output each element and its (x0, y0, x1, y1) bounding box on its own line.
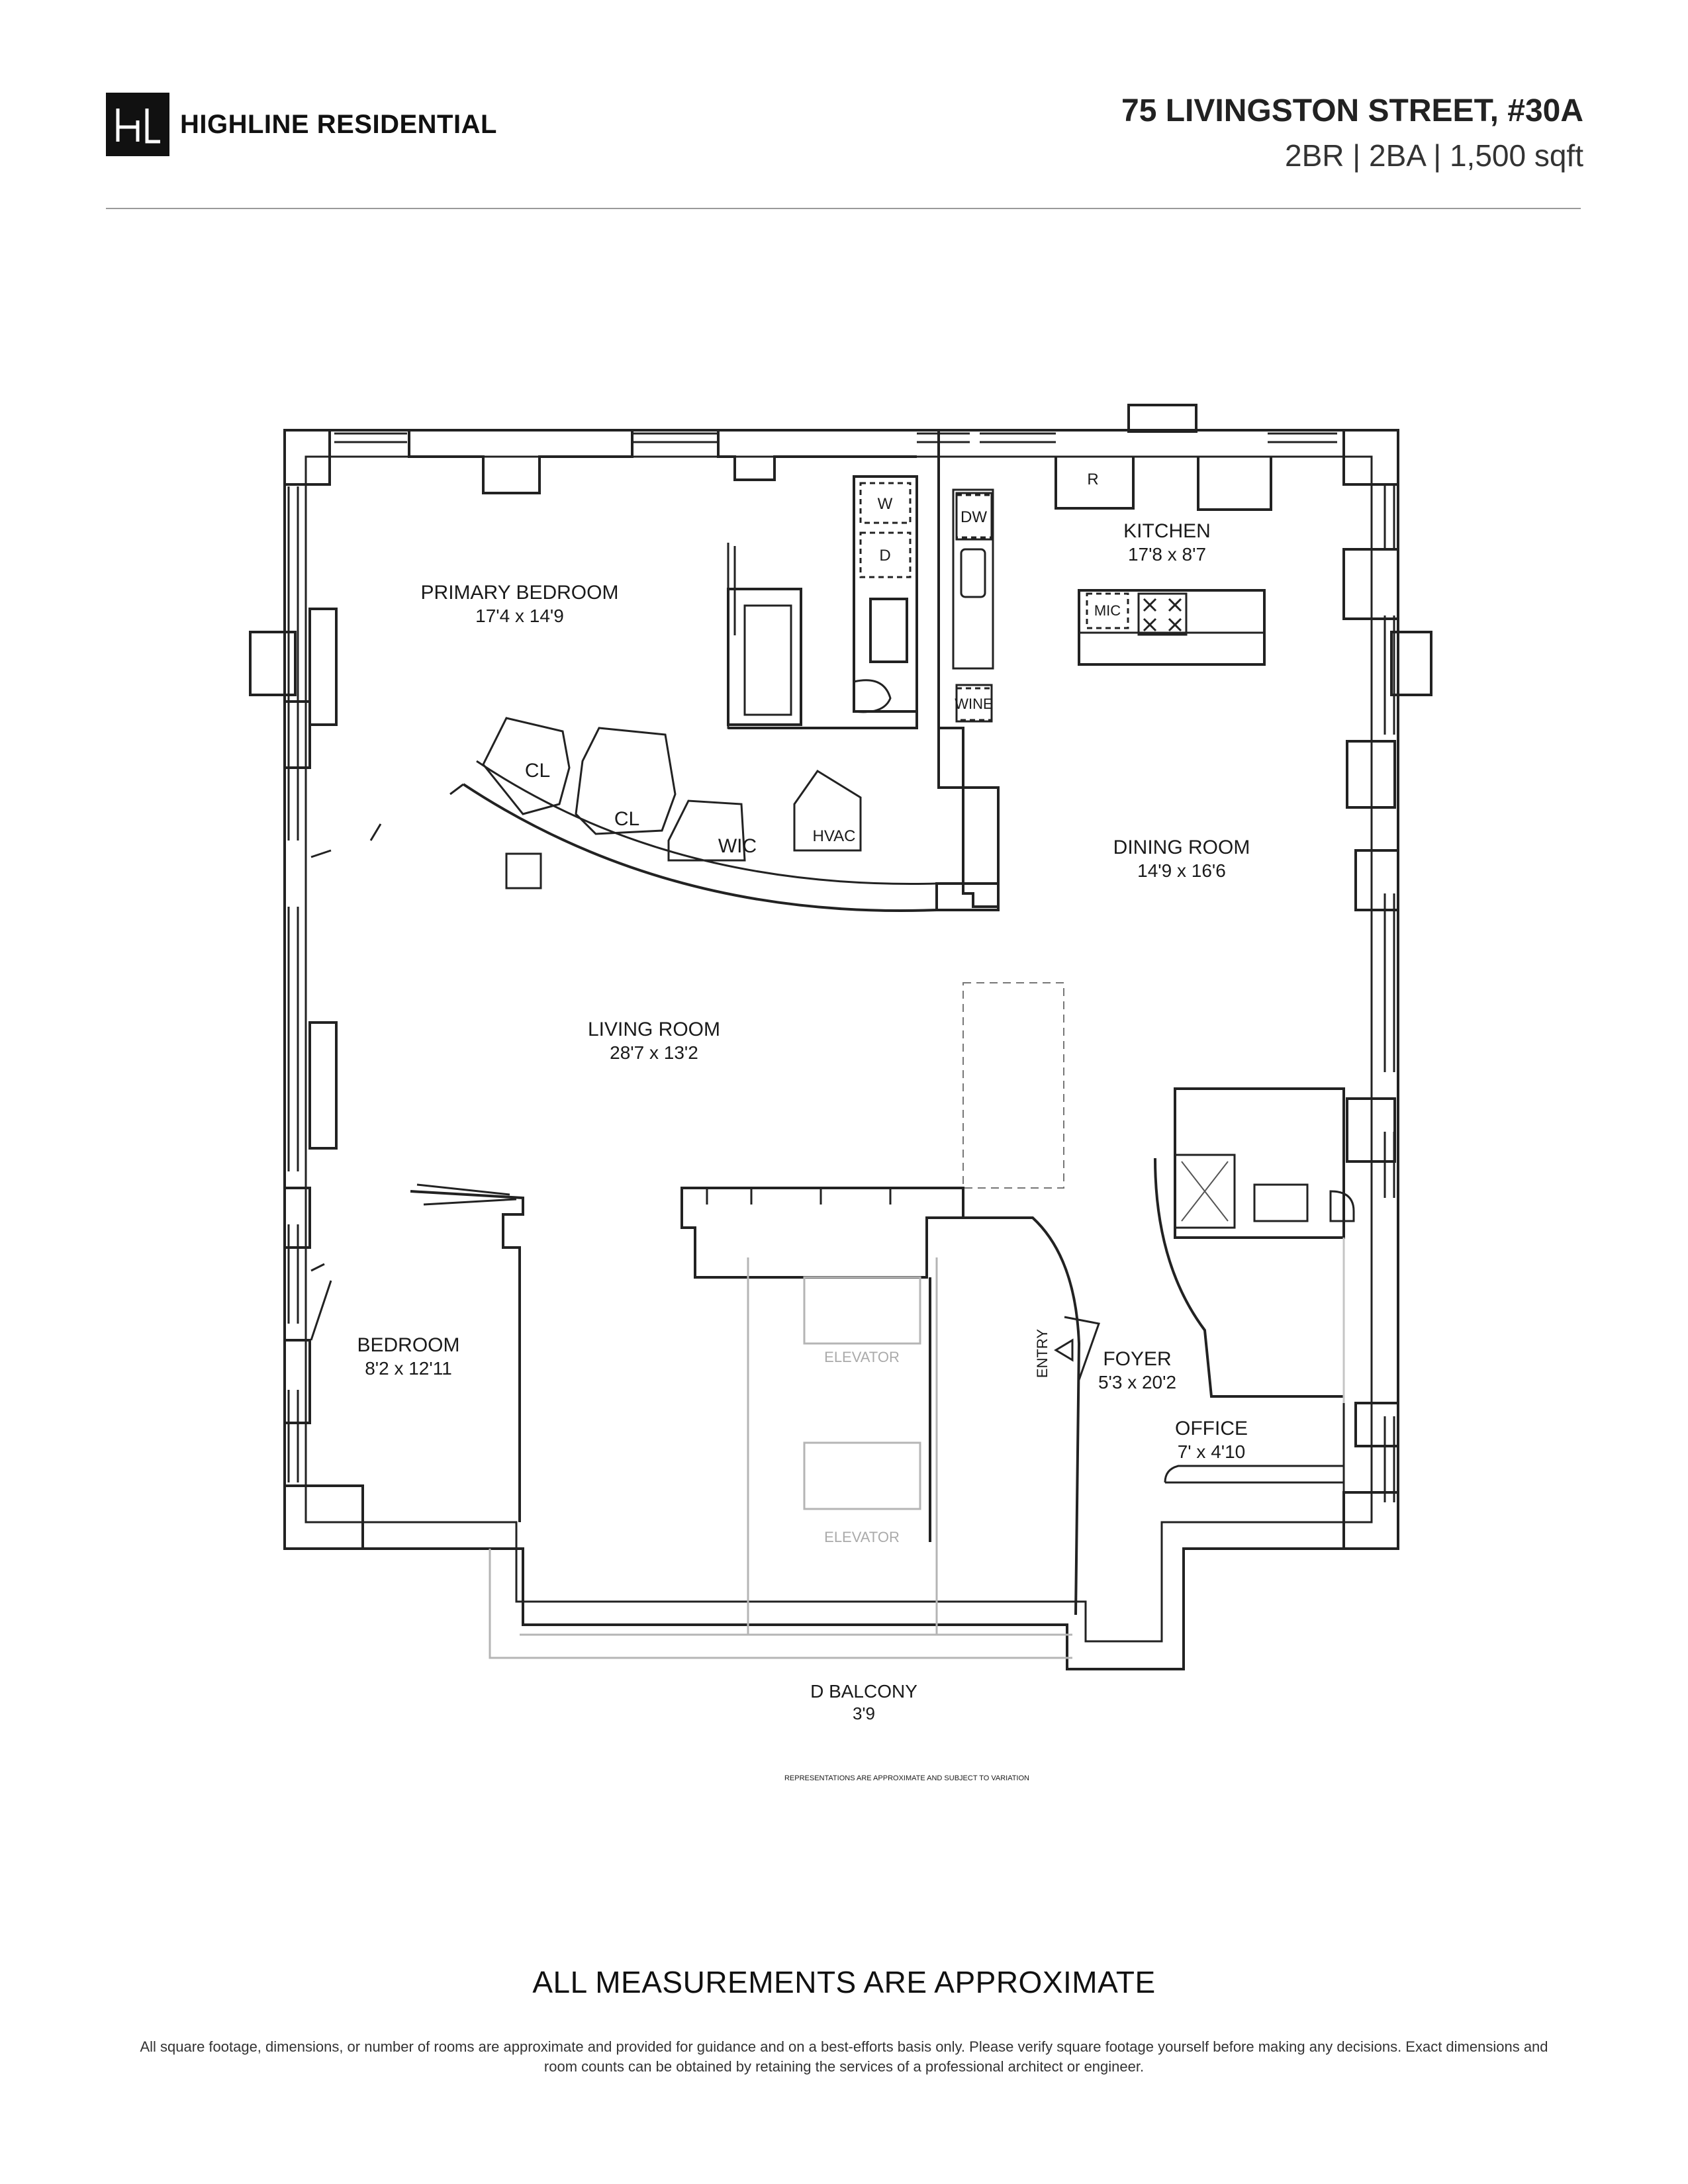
room-dims-office: 7' x 4'10 (1178, 1441, 1246, 1462)
fixture-walk-in-closet: WIC (718, 835, 757, 857)
room-name-foyer: FOYER (1103, 1348, 1171, 1370)
room-name-office: OFFICE (1175, 1418, 1248, 1439)
room-dims-bedroom: 8'2 x 12'11 (365, 1358, 452, 1379)
fixture-washer: W (878, 495, 893, 513)
fixture-dishwasher: DW (961, 508, 987, 526)
room-dims-foyer: 5'3 x 20'2 (1098, 1372, 1176, 1392)
floor-plan: PRIMARY BEDROOM 17'4 x 14'9 KITCHEN 17'8… (249, 404, 1432, 1782)
room-name-bedroom: BEDROOM (357, 1334, 459, 1356)
header-divider (106, 208, 1581, 209)
fixture-microwave: MIC (1094, 602, 1121, 619)
brand-logo (106, 93, 169, 156)
hl-logo-icon (116, 109, 160, 144)
measurement-notice: ALL MEASUREMENTS ARE APPROXIMATE (532, 1965, 1156, 1999)
fixture-hvac: HVAC (813, 827, 856, 845)
fixture-elevator-2: ELEVATOR (824, 1529, 900, 1545)
plan-common-area (489, 1238, 1345, 1659)
fixture-entry: ENTRY (1034, 1329, 1051, 1378)
room-dims-balcony: 3'9 (853, 1704, 875, 1723)
room-name-balcony: D BALCONY (810, 1681, 917, 1702)
listing-specs: 2BR | 2BA | 1,500 sqft (1285, 138, 1583, 173)
room-dims-kitchen: 17'8 x 8'7 (1128, 544, 1206, 565)
fixture-closet-2: CL (614, 808, 639, 830)
listing-address: 75 LIVINGSTON STREET, #30A (1121, 93, 1583, 128)
room-name-primary-bedroom: PRIMARY BEDROOM (421, 582, 619, 604)
disclaimer-text: All square footage, dimensions, or numbe… (140, 2038, 1548, 2075)
room-name-dining-room: DINING ROOM (1113, 837, 1250, 858)
room-name-kitchen: KITCHEN (1123, 520, 1211, 542)
fixture-elevator-1: ELEVATOR (824, 1349, 900, 1365)
plan-walls (249, 404, 1432, 1670)
fixture-dryer: D (879, 547, 890, 565)
plan-note: REPRESENTATIONS ARE APPROXIMATE AND SUBJ… (784, 1774, 1029, 1782)
room-dims-dining-room: 14'9 x 16'6 (1137, 860, 1226, 881)
room-name-living-room: LIVING ROOM (588, 1019, 720, 1040)
room-dims-living-room: 28'7 x 13'2 (610, 1042, 698, 1063)
room-dims-primary-bedroom: 17'4 x 14'9 (475, 606, 564, 626)
brand-name: HIGHLINE RESIDENTIAL (180, 110, 497, 139)
fixture-refrigerator: R (1087, 471, 1098, 488)
fixture-wine: WINE (955, 696, 992, 712)
fixture-closet-1: CL (525, 760, 550, 782)
